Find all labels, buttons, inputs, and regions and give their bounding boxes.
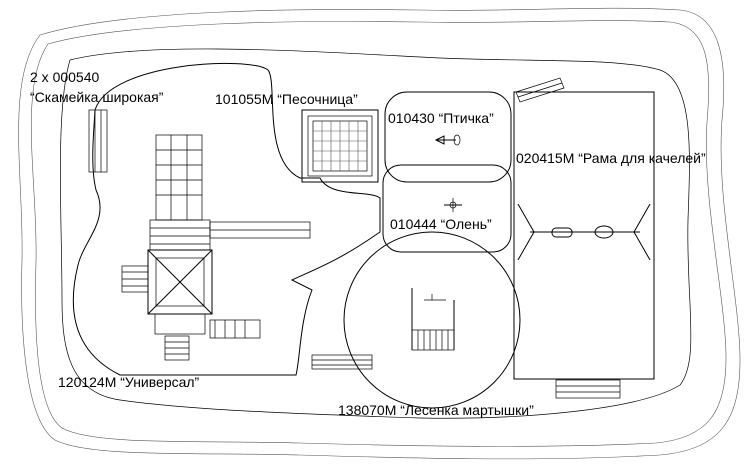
bench-count-label: 2 х 000540 xyxy=(30,69,99,85)
monkey-ladder-zone xyxy=(343,231,521,409)
deer-zone xyxy=(382,164,512,253)
bench-name-label: “Скамейка широкая” xyxy=(30,89,164,105)
swing-frame-label: 020415M “Рама для качелей” xyxy=(516,150,706,166)
deer-rocker xyxy=(444,198,462,212)
universal-zone xyxy=(72,62,381,376)
swing-frame-zone xyxy=(513,91,655,380)
site-boundary xyxy=(18,7,741,460)
bench-left xyxy=(88,109,108,173)
monkey-ladder-label: 138070M “Лесенка мартышки” xyxy=(338,402,534,418)
deer-label: 010444 “Олень” xyxy=(390,216,492,232)
bird-zone xyxy=(384,91,512,183)
bench-bottom-middle xyxy=(311,354,373,370)
bench-bottom-right xyxy=(555,379,621,399)
sandbox xyxy=(301,109,379,183)
bench-top-right xyxy=(515,77,565,103)
universal-label: 120124M “Универсал” xyxy=(58,374,200,390)
bird-label: 010430 “Птичка” xyxy=(388,110,494,126)
sandbox-label: 101055M “Песочница” xyxy=(215,91,358,107)
universal-structure xyxy=(121,134,311,361)
swing-frame xyxy=(517,203,651,261)
bird-rocker xyxy=(434,134,461,146)
monkey-ladder xyxy=(411,288,455,351)
